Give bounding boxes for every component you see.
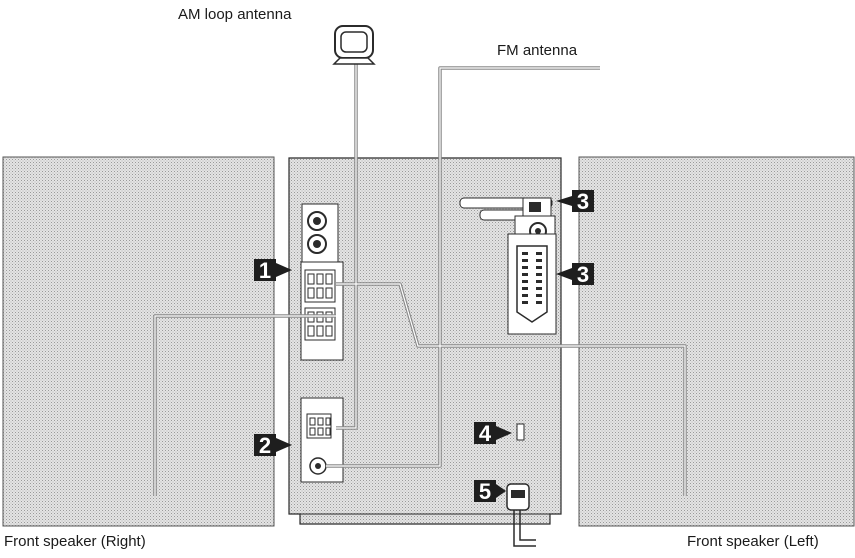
voltage-selector-switch[interactable] — [516, 423, 525, 441]
speaker-terminals[interactable] — [300, 261, 344, 361]
svg-text:3: 3 — [577, 262, 589, 287]
front-speaker-left-label: Front speaker (Left) — [687, 533, 819, 550]
svg-text:4: 4 — [479, 421, 492, 446]
svg-text:3: 3 — [577, 189, 589, 214]
front-speaker-left — [578, 156, 855, 527]
callout-3-video: 3 — [556, 189, 594, 214]
callout-3-scart: 3 — [556, 262, 594, 287]
svg-text:2: 2 — [259, 433, 271, 458]
svg-text:1: 1 — [259, 258, 271, 283]
front-speaker-right — [2, 156, 275, 527]
callout-4: 4 — [474, 421, 512, 446]
svg-text:5: 5 — [479, 479, 491, 504]
am-loop-antenna-label: AM loop antenna — [178, 6, 292, 23]
callout-5: 5 — [474, 479, 506, 504]
am-loop-antenna-icon — [332, 25, 376, 65]
callout-1: 1 — [254, 258, 292, 283]
power-cord — [506, 483, 536, 547]
scart-connector[interactable] — [507, 233, 557, 335]
fm-antenna-label: FM antenna — [497, 42, 578, 59]
audio-rca-jacks[interactable] — [301, 203, 339, 265]
antenna-terminals[interactable] — [300, 397, 344, 483]
callout-2: 2 — [254, 433, 292, 458]
front-speaker-right-label: Front speaker (Right) — [4, 533, 146, 550]
